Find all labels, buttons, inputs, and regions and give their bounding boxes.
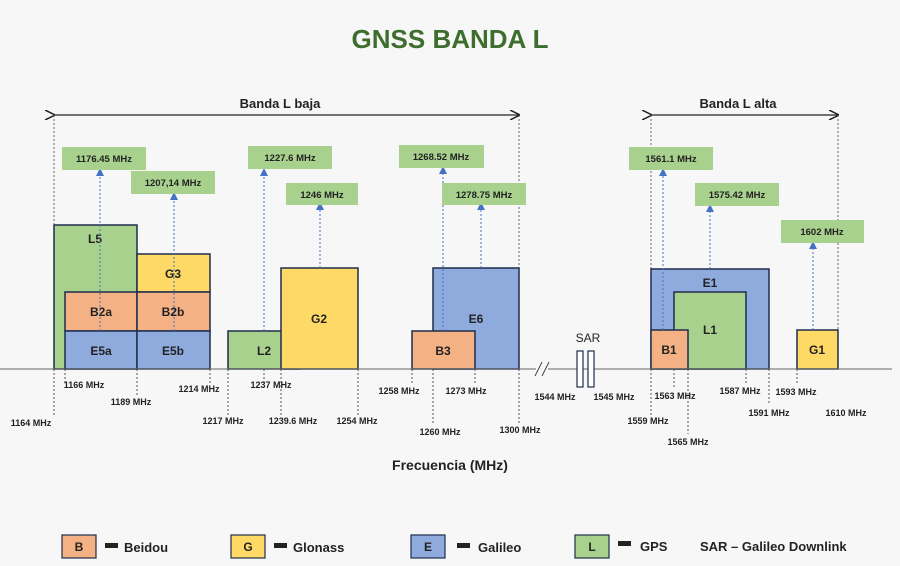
- tick-label: 1610 MHz: [825, 408, 867, 418]
- svg-text:E5a: E5a: [90, 344, 112, 358]
- svg-text:GPS: GPS: [640, 539, 668, 554]
- tick-label: 1214 MHz: [178, 384, 220, 394]
- freq-label-1575: 1575.42 MHz: [695, 183, 779, 206]
- svg-text:1561.1 MHz: 1561.1 MHz: [645, 154, 696, 165]
- signal-box-g1: G1: [796, 329, 839, 370]
- svg-text:Beidou: Beidou: [124, 540, 168, 555]
- svg-text:L: L: [588, 540, 595, 554]
- freq-label-1246: 1246 MHz: [286, 183, 358, 205]
- svg-text:1602 MHz: 1602 MHz: [800, 227, 844, 238]
- legend-item-galileo: E Galileo: [410, 534, 521, 559]
- tick-label: 1565 MHz: [667, 437, 709, 447]
- svg-text:G1: G1: [809, 343, 825, 357]
- svg-text:Glonass: Glonass: [293, 540, 344, 555]
- tick-labels: 1164 MHz 1166 MHz 1189 MHz 1214 MHz 1217…: [11, 380, 867, 447]
- tick-label: 1545 MHz: [593, 392, 635, 402]
- freq-label-1278: 1278.75 MHz: [442, 183, 526, 205]
- signal-box-b3: B3: [411, 330, 476, 370]
- page-title: GNSS BANDA L: [352, 24, 549, 54]
- tick-label: 1217 MHz: [202, 416, 244, 426]
- tick-label: 1237 MHz: [250, 380, 292, 390]
- svg-text:L2: L2: [257, 344, 271, 358]
- tick-label: 1559 MHz: [627, 416, 669, 426]
- sar-marker: SAR: [576, 331, 601, 388]
- frequency-axis: [0, 361, 892, 377]
- svg-text:E: E: [424, 540, 432, 554]
- axis-break-mark: [541, 361, 550, 377]
- signal-box-b1: B1: [650, 329, 689, 370]
- legend-item-beidou: B Beidou: [61, 534, 168, 559]
- legend-sar: SAR – Galileo Downlink: [700, 539, 847, 554]
- svg-text:E6: E6: [469, 312, 484, 326]
- svg-text:1268.52 MHz: 1268.52 MHz: [413, 152, 470, 163]
- svg-text:1176.45 MHz: 1176.45 MHz: [76, 154, 132, 165]
- svg-text:1207,14 MHz: 1207,14 MHz: [145, 178, 202, 189]
- axis-break-mark: [534, 361, 543, 377]
- svg-text:B2b: B2b: [162, 305, 185, 319]
- tick-label: 1164 MHz: [11, 418, 52, 428]
- freq-label-1227: 1227.6 MHz: [248, 146, 332, 169]
- tick-label: 1260 MHz: [419, 427, 461, 437]
- svg-text:1575.42 MHz: 1575.42 MHz: [709, 190, 766, 201]
- tick-label: 1189 MHz: [111, 397, 152, 407]
- svg-text:G2: G2: [311, 312, 327, 326]
- svg-text:B3: B3: [435, 344, 451, 358]
- freq-label-1207: 1207,14 MHz: [131, 171, 215, 194]
- svg-text:Galileo: Galileo: [478, 540, 521, 555]
- tick-label: 1258 MHz: [378, 386, 420, 396]
- svg-text:E1: E1: [703, 276, 718, 290]
- svg-text:G3: G3: [165, 267, 181, 281]
- svg-text:B: B: [75, 540, 84, 554]
- freq-label-1602: 1602 MHz: [781, 220, 864, 243]
- freq-label-1561: 1561.1 MHz: [629, 147, 713, 170]
- svg-text:E5b: E5b: [162, 344, 184, 358]
- legend-item-gps: L GPS: [574, 534, 668, 559]
- legend: B Beidou G Glonass E Galileo L GPS SAR –…: [61, 534, 847, 559]
- tick-label: 1544 MHz: [534, 392, 576, 402]
- tick-label: 1591 MHz: [748, 408, 790, 418]
- svg-text:B2a: B2a: [90, 305, 112, 319]
- tick-label: 1563 MHz: [654, 391, 696, 401]
- tick-label: 1254 MHz: [336, 416, 378, 426]
- signal-box-b2a: B2a: [64, 291, 138, 332]
- legend-item-glonass: G Glonass: [230, 534, 344, 559]
- tick-label: 1273 MHz: [445, 386, 487, 396]
- svg-text:1278.75 MHz: 1278.75 MHz: [456, 190, 513, 201]
- tick-label: 1593 MHz: [775, 387, 817, 397]
- axis-title: Frecuencia (MHz): [392, 457, 508, 473]
- band-label-baja: Banda L baja: [240, 96, 321, 111]
- svg-text:1246 MHz: 1246 MHz: [300, 190, 344, 201]
- signal-box-e5b: E5b: [136, 330, 211, 370]
- svg-text:1227.6 MHz: 1227.6 MHz: [264, 153, 315, 164]
- tick-label: 1239.6 MHz: [269, 416, 318, 426]
- tick-label: 1166 MHz: [64, 380, 105, 390]
- signal-box-e5a: E5a: [64, 330, 138, 370]
- tick-label: 1300 MHz: [499, 425, 541, 435]
- svg-text:L1: L1: [703, 323, 717, 337]
- svg-text:L5: L5: [88, 232, 102, 246]
- svg-text:G: G: [243, 540, 252, 554]
- freq-label-1268: 1268.52 MHz: [399, 145, 484, 168]
- tick-lines: [53, 369, 798, 434]
- freq-label-1176: 1176.45 MHz: [62, 147, 146, 170]
- svg-text:B1: B1: [661, 343, 677, 357]
- sar-label: SAR: [576, 331, 601, 345]
- tick-label: 1587 MHz: [719, 386, 761, 396]
- signal-box-g2: G2: [280, 267, 359, 370]
- band-label-alta: Banda L alta: [699, 96, 777, 111]
